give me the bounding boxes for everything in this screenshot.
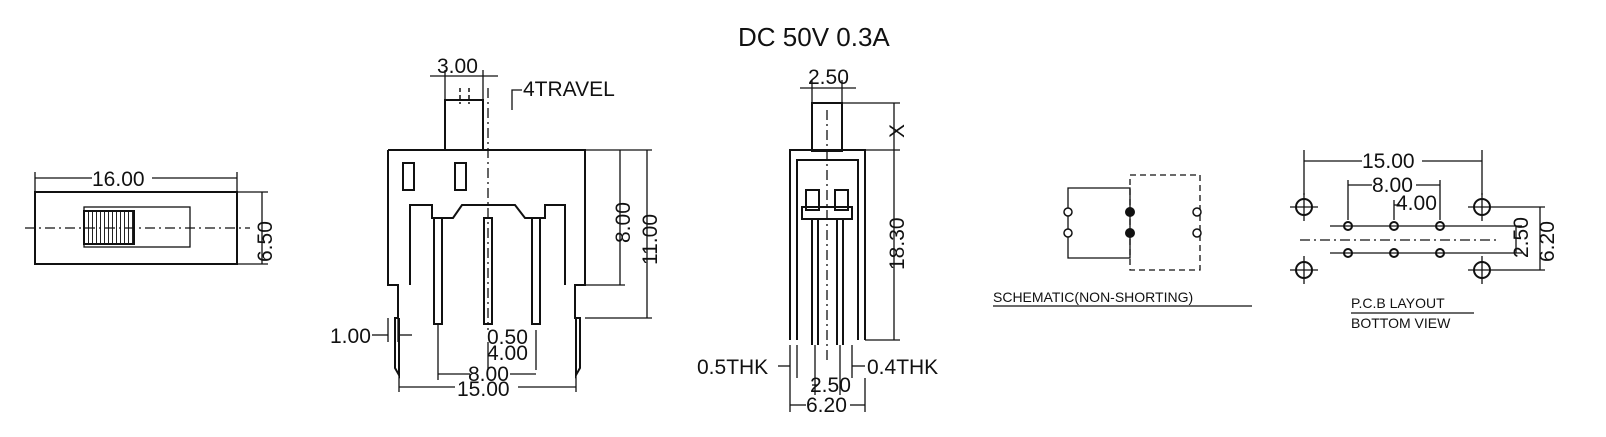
front-pin-pitch-label: 4.00 [487,342,528,365]
schematic-label: SCHEMATIC(NON-SHORTING) [993,289,1193,305]
side-x-label: X [886,124,909,138]
front-overall-label: 15.00 [457,378,510,401]
schematic-common-contact [1125,207,1135,217]
side-view: 2.50 X 18.30 0.5THK 0.4THK 2.50 6.20 [697,66,938,417]
pcb-span-outer-label: 15.00 [1362,150,1415,173]
top-width-label: 16.00 [92,168,145,191]
front-height-total-label: 11.00 [639,214,662,265]
pcb-span-inner-label: 4.00 [1396,192,1437,215]
side-right-thk-label: 0.4THK [867,356,938,379]
side-height-label: 18.30 [886,217,909,270]
pcb-row-pitch-label: 2.50 [1510,217,1533,258]
front-actuator-label: 3.00 [437,55,478,78]
side-width-label: 6.20 [806,394,847,417]
front-body [387,149,586,379]
pcb-row-outer-label: 6.20 [1536,221,1559,262]
side-left-thk-label: 0.5THK [697,356,768,379]
pcb-mount-hole [1290,193,1318,221]
pcb-label-line1: P.C.B LAYOUT [1351,295,1445,311]
front-pin-span-label: 8.00 [468,363,509,386]
front-pin-width-label: 0.50 [487,326,528,349]
top-view-slot [83,206,191,248]
side-actuator-label: 2.50 [808,66,849,89]
front-travel-label: 4TRAVEL [523,78,615,101]
front-view: 3.00 4TRAVEL 8.00 11.00 1.00 0.50 4.00 8… [330,55,662,401]
pcb-layout: 15.00 8.00 4.00 2.50 6.20 P.C.B LAYOUT B… [1290,150,1559,331]
front-actuator [444,99,484,151]
pcb-label-line2: BOTTOM VIEW [1351,315,1451,331]
top-view: 16.00 6.50 [25,168,277,265]
pcb-span-mid-label: 8.00 [1372,174,1413,197]
front-height-body-label: 8.00 [612,202,635,243]
top-height-label: 6.50 [254,221,277,262]
side-pitch-label: 2.50 [810,374,851,397]
front-bracket-label: 1.00 [330,325,371,348]
schematic-actuator-box [1129,174,1201,271]
schematic: SCHEMATIC(NON-SHORTING) [993,174,1252,307]
rating-text: DC 50V 0.3A [738,22,890,52]
